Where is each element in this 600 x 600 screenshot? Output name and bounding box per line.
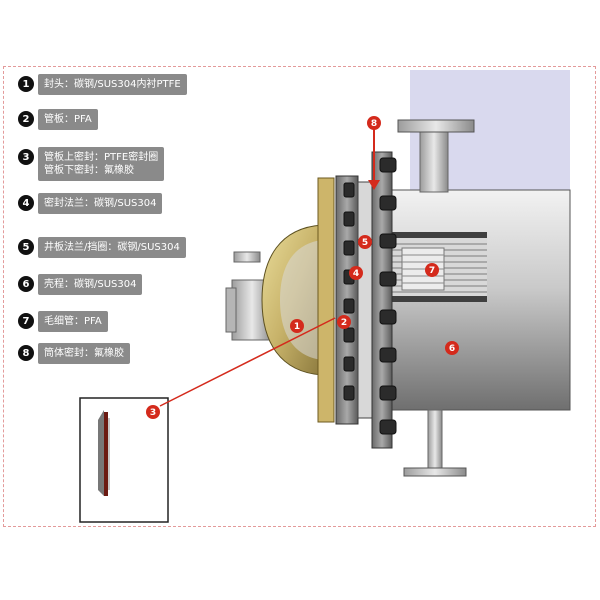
capillary-tube-bundle	[392, 238, 487, 296]
svg-text:7: 7	[429, 266, 435, 276]
seal-detail-drawing	[98, 410, 110, 496]
callout-7: 7	[425, 263, 439, 277]
legend-number: 6	[18, 276, 34, 292]
svg-text:4: 4	[353, 269, 359, 279]
callout-4: 4	[349, 266, 363, 280]
svg-text:8: 8	[371, 119, 377, 129]
legend-number: 1	[18, 76, 34, 92]
head-flange	[317, 177, 335, 423]
legend-label: 管板上密封：PTFE密封圈管板下密封：氟橡胶	[38, 147, 165, 181]
shell-flange	[371, 151, 393, 449]
legend-label: 壳程：碳钢/SUS304	[38, 274, 143, 295]
leader-line-3	[159, 317, 336, 407]
diagram-frame	[3, 66, 596, 527]
top-nozzle	[419, 129, 449, 193]
top-nozzle-flange	[397, 119, 475, 133]
legend-number: 5	[18, 239, 34, 255]
legend-number: 7	[18, 313, 34, 329]
callout-6: 6	[445, 341, 459, 355]
legend-label: 筒体密封：氟橡胶	[38, 343, 130, 364]
callout-5: 5	[358, 235, 372, 249]
support-foot	[403, 467, 467, 477]
legend-number: 2	[18, 111, 34, 127]
callout-8: 8	[367, 116, 381, 130]
legend-label: 井板法兰/挡圈：碳钢/SUS304	[38, 237, 186, 258]
flange-bolts	[343, 157, 397, 435]
svg-text:3: 3	[150, 408, 156, 418]
tube-sheet	[357, 181, 373, 419]
callout-1: 1	[290, 319, 304, 333]
legend-number: 8	[18, 345, 34, 361]
callout-3: 3	[146, 405, 160, 419]
legend-label: 封头：碳钢/SUS304内衬PTFE	[38, 74, 187, 95]
callout-2: 2	[337, 315, 351, 329]
svg-text:5: 5	[362, 238, 368, 248]
legend-number: 3	[18, 149, 34, 165]
svg-text:6: 6	[449, 344, 455, 354]
support-leg	[427, 409, 443, 473]
legend-number: 4	[18, 195, 34, 211]
inlet-nozzle-top	[233, 251, 261, 263]
svg-text:2: 2	[341, 318, 347, 328]
arrow-head-8	[368, 180, 380, 190]
svg-text:1: 1	[294, 322, 300, 332]
inlet-nozzle-flange	[225, 287, 237, 333]
legend-label: 管板：PFA	[38, 109, 98, 130]
legend-label: 毛细管：PFA	[38, 311, 108, 332]
legend-label: 密封法兰：碳钢/SUS304	[38, 193, 163, 214]
